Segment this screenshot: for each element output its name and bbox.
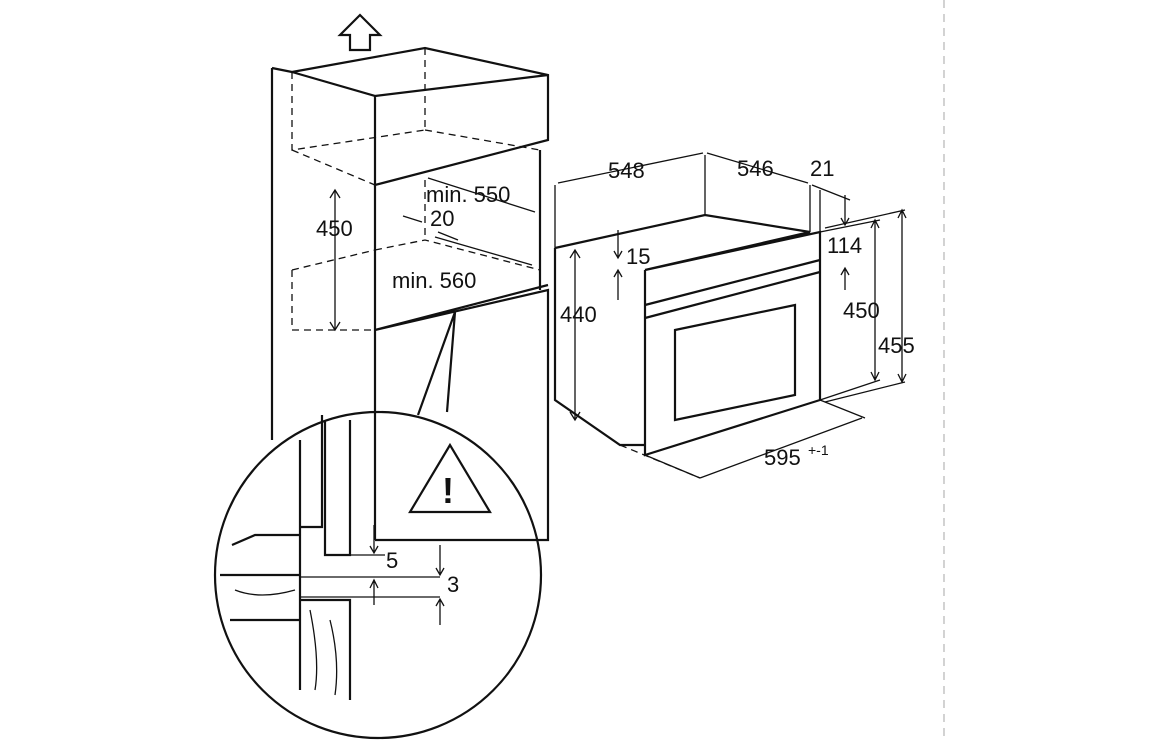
warning-mark: ! (442, 470, 454, 511)
detail-circle: ! (213, 311, 543, 740)
dim-oven-depth-front: 546 (737, 156, 774, 181)
dim-width-tolerance: +-1 (808, 442, 829, 458)
up-arrow-icon (337, 13, 383, 52)
dim-niche-width: min. 560 (392, 268, 476, 293)
warning-icon (408, 442, 492, 514)
dim-detail-gap: 5 (386, 548, 398, 573)
dim-niche-height: 450 (316, 216, 353, 241)
dim-oven-depth: 548 (608, 158, 645, 183)
dim-panel-thickness: 21 (810, 156, 834, 181)
dim-oven-height: 440 (560, 302, 597, 327)
dim-width: 595 (764, 445, 801, 470)
dim-detail-step: 3 (447, 572, 459, 597)
dim-front-top: 114 (827, 233, 862, 258)
dim-top-offset: 15 (626, 244, 650, 269)
oven (553, 152, 907, 479)
cabinet (270, 46, 550, 542)
dim-niche-depth: min. 550 (426, 182, 510, 207)
dim-total-height: 455 (878, 333, 915, 358)
dim-front-height: 450 (843, 298, 880, 323)
dim-gap: 20 (430, 206, 454, 231)
